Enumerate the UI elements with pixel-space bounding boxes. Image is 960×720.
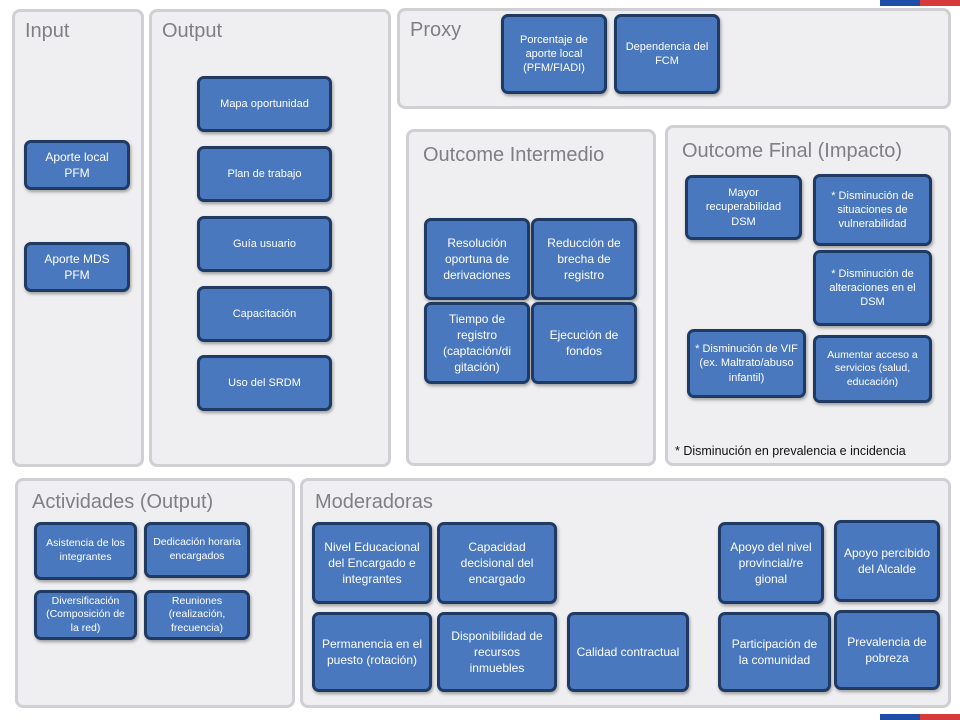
moderadoras-title: Moderadoras [315, 491, 433, 513]
final-note: * Disminución en prevalencia e incidenci… [675, 444, 906, 458]
output-box-guia: Guía usuario [197, 216, 332, 272]
output-title: Output [162, 20, 223, 42]
moderadoras-box-capacidad: Capacidad decisional del encargado [437, 522, 557, 604]
intermedio-box-resolucion: Resolución oportuna de derivaciones [424, 218, 530, 300]
outcome-final-title: Outcome Final (Impacto) [682, 140, 903, 162]
input-box-aporte-local: Aporte local PFM [24, 140, 130, 190]
moderadoras-box-permanencia: Permanencia en el puesto (rotación) [312, 612, 432, 692]
final-box-vif: * Disminución de VIF (ex. Maltrato/abuso… [687, 329, 806, 398]
output-box-plan: Plan de trabajo [197, 146, 332, 202]
final-box-alteraciones: * Disminución de alteraciones en el DSM [813, 250, 932, 326]
proxy-box-dependencia: Dependencia del FCM [614, 14, 720, 94]
output-box-capacitacion: Capacitación [197, 286, 332, 342]
flag-bottom-decoration [880, 710, 960, 720]
outcome-intermedio-title: Outcome Intermedio [423, 144, 605, 166]
moderadoras-box-pobreza: Prevalencia de pobreza [834, 610, 940, 690]
input-panel: Input [12, 9, 144, 467]
final-box-vulnerabilidad: * Disminución de situaciones de vulnerab… [813, 174, 932, 246]
moderadoras-box-disponibilidad: Disponibilidad de recursos inmuebles [437, 612, 557, 692]
actividades-title: Actividades (Output) [32, 491, 214, 513]
actividades-box-dedicacion: Dedicación horaria encargados [144, 522, 250, 578]
input-box-aporte-mds: Aporte MDS PFM [24, 242, 130, 292]
input-title: Input [25, 20, 70, 42]
moderadoras-box-apoyo-alcalde: Apoyo percibido del Alcalde [834, 520, 940, 602]
intermedio-box-tiempo: Tiempo de registro (captación/di gitació… [424, 302, 530, 384]
final-box-recuperabilidad: Mayor recuperabilidad DSM [685, 175, 802, 240]
actividades-box-asistencia: Asistencia de los integrantes [34, 522, 137, 580]
moderadoras-box-calidad: Calidad contractual [567, 612, 689, 692]
output-box-uso-srdm: Uso del SRDM [197, 355, 332, 411]
output-box-mapa: Mapa oportunidad [197, 76, 332, 132]
intermedio-box-reduccion: Reducción de brecha de registro [531, 218, 637, 300]
proxy-box-porcentaje: Porcentaje de aporte local (PFM/FIADI) [501, 14, 607, 94]
actividades-box-diversificacion: Diversificación (Composición de la red) [34, 590, 137, 640]
actividades-box-reuniones: Reuniones (realización, frecuencia) [144, 590, 250, 640]
moderadoras-box-nivel-educacional: Nivel Educacional del Encargado e integr… [312, 522, 432, 604]
intermedio-box-ejecucion: Ejecución de fondos [531, 302, 637, 384]
final-box-acceso: Aumentar acceso a servicios (salud, educ… [813, 335, 932, 403]
moderadoras-box-apoyo-provincial: Apoyo del nivel provincial/re gional [718, 522, 824, 604]
moderadoras-box-participacion: Participación de la comunidad [718, 612, 831, 692]
proxy-title: Proxy [410, 19, 462, 41]
